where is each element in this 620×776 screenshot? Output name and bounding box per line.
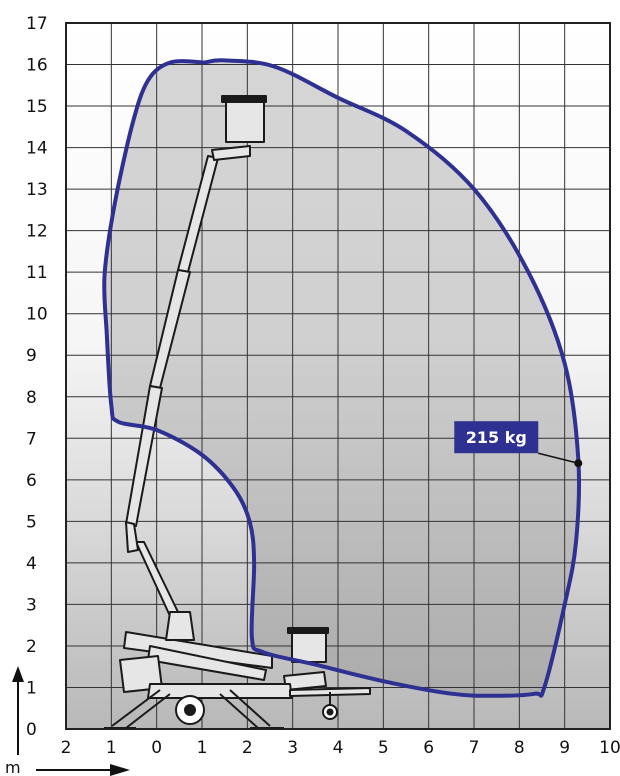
- lower-basket: [291, 631, 327, 663]
- stowed-arm-2: [147, 645, 267, 681]
- chassis: [147, 683, 293, 699]
- upper-basket-mount: [211, 145, 251, 161]
- x-tick-label: 1: [197, 738, 208, 758]
- load-indicator: 215 kg: [454, 421, 583, 468]
- x-tick-label: 3: [287, 738, 298, 758]
- load-label: 215 kg: [466, 428, 527, 447]
- y-tick-label: 3: [26, 595, 37, 615]
- y-tick-label: 17: [26, 14, 48, 34]
- envelope-area: [104, 60, 580, 696]
- x-tick-label: 0: [151, 738, 162, 758]
- horizontal-arrowhead: [110, 764, 130, 776]
- unit-label: m: [5, 758, 21, 776]
- load-badge: [454, 421, 539, 454]
- main-wheel-hub: [184, 704, 196, 716]
- y-tick-label: 13: [26, 180, 48, 200]
- y-tick-label: 11: [26, 263, 48, 283]
- jockey-wheel-hub: [326, 708, 334, 716]
- lower-boom: [125, 385, 163, 527]
- outrigger-left: [111, 689, 161, 727]
- upper-basket: [225, 99, 265, 143]
- grid: [66, 23, 610, 729]
- mast-link: [125, 521, 139, 553]
- outrigger-right-2: [219, 693, 259, 729]
- vertical-arrowhead: [12, 666, 24, 682]
- x-tick-label: 7: [469, 738, 480, 758]
- y-tick-label: 1: [26, 678, 37, 698]
- y-tick-label: 16: [26, 56, 48, 76]
- y-tick-label: 8: [26, 388, 37, 408]
- x-tick-label: 8: [514, 738, 525, 758]
- outrigger-left-2: [125, 693, 171, 729]
- y-tick-label: 14: [26, 139, 48, 159]
- stowed-arm: [123, 631, 273, 669]
- y-tick-label: 4: [26, 554, 37, 574]
- x-tick-label: 5: [378, 738, 389, 758]
- envelope-outline: [102, 58, 582, 698]
- x-tick-label: 1: [106, 738, 117, 758]
- y-tick-label: 2: [26, 637, 37, 657]
- y-tick-label: 0: [26, 720, 37, 740]
- x-tick-label: 9: [559, 738, 570, 758]
- x-tick-label: 2: [242, 738, 253, 758]
- x-tick-label: 4: [333, 738, 344, 758]
- outrigger-right: [229, 689, 271, 727]
- y-tick-label: 12: [26, 222, 48, 242]
- y-tick-label: 6: [26, 471, 37, 491]
- y-tick-label: 5: [26, 512, 37, 532]
- y-tick-label: 9: [26, 346, 37, 366]
- x-tick-label: 10: [599, 738, 620, 758]
- plot-frame: [65, 22, 611, 730]
- turret: [165, 611, 195, 641]
- y-tick-label: 10: [26, 305, 48, 325]
- lower-basket-rail: [287, 627, 329, 634]
- x-tick-label: 2: [61, 738, 72, 758]
- boom-lift-illustration: [104, 95, 371, 729]
- x-tick-label: 6: [423, 738, 434, 758]
- y-tick-label: 15: [26, 97, 48, 117]
- axis-arrows: [12, 666, 130, 776]
- load-point: [574, 459, 583, 468]
- y-tick-label: 7: [26, 429, 37, 449]
- load-leader-line: [538, 452, 579, 464]
- upper-basket-rail: [221, 95, 267, 103]
